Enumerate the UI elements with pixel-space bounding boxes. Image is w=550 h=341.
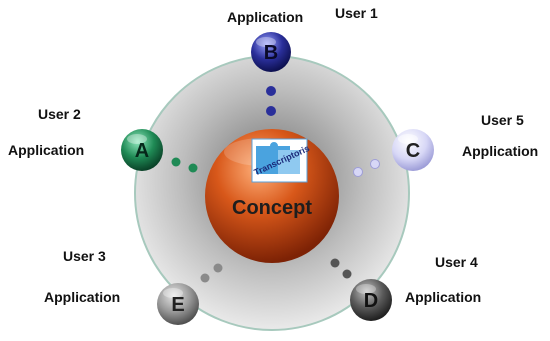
connector-dots-e [200,263,223,283]
node-c-app-label: Application [462,143,539,159]
node-e-user-label: User 3 [63,248,106,264]
connector-dots-a [171,157,198,173]
node-d-user-label: User 4 [435,254,478,270]
node-e-letter: E [171,294,184,316]
node-e-app-label: Application [44,289,121,305]
node-d[interactable]: D [350,279,392,321]
node-b-letter: B [264,42,278,64]
connector-dots-c [353,159,380,177]
node-a-letter: A [135,140,149,162]
node-d-app-label: Application [405,289,482,305]
node-b-app-label: Application [227,9,304,25]
puzzle-logo: Transcriptoris [251,138,311,183]
node-a-user-label: User 2 [38,106,81,122]
node-c-letter: C [406,140,420,162]
connector-dots-b [266,86,276,116]
node-e[interactable]: E [157,283,199,325]
node-b-user-label: User 1 [335,5,378,21]
node-c[interactable]: C [392,129,434,171]
node-d-letter: D [364,290,378,312]
node-a[interactable]: A [121,129,163,171]
node-b[interactable]: B [251,32,291,72]
node-a-app-label: Application [8,142,85,158]
connector-dots-d [330,258,352,279]
node-c-user-label: User 5 [481,112,524,128]
concept-label: Concept [232,197,312,219]
